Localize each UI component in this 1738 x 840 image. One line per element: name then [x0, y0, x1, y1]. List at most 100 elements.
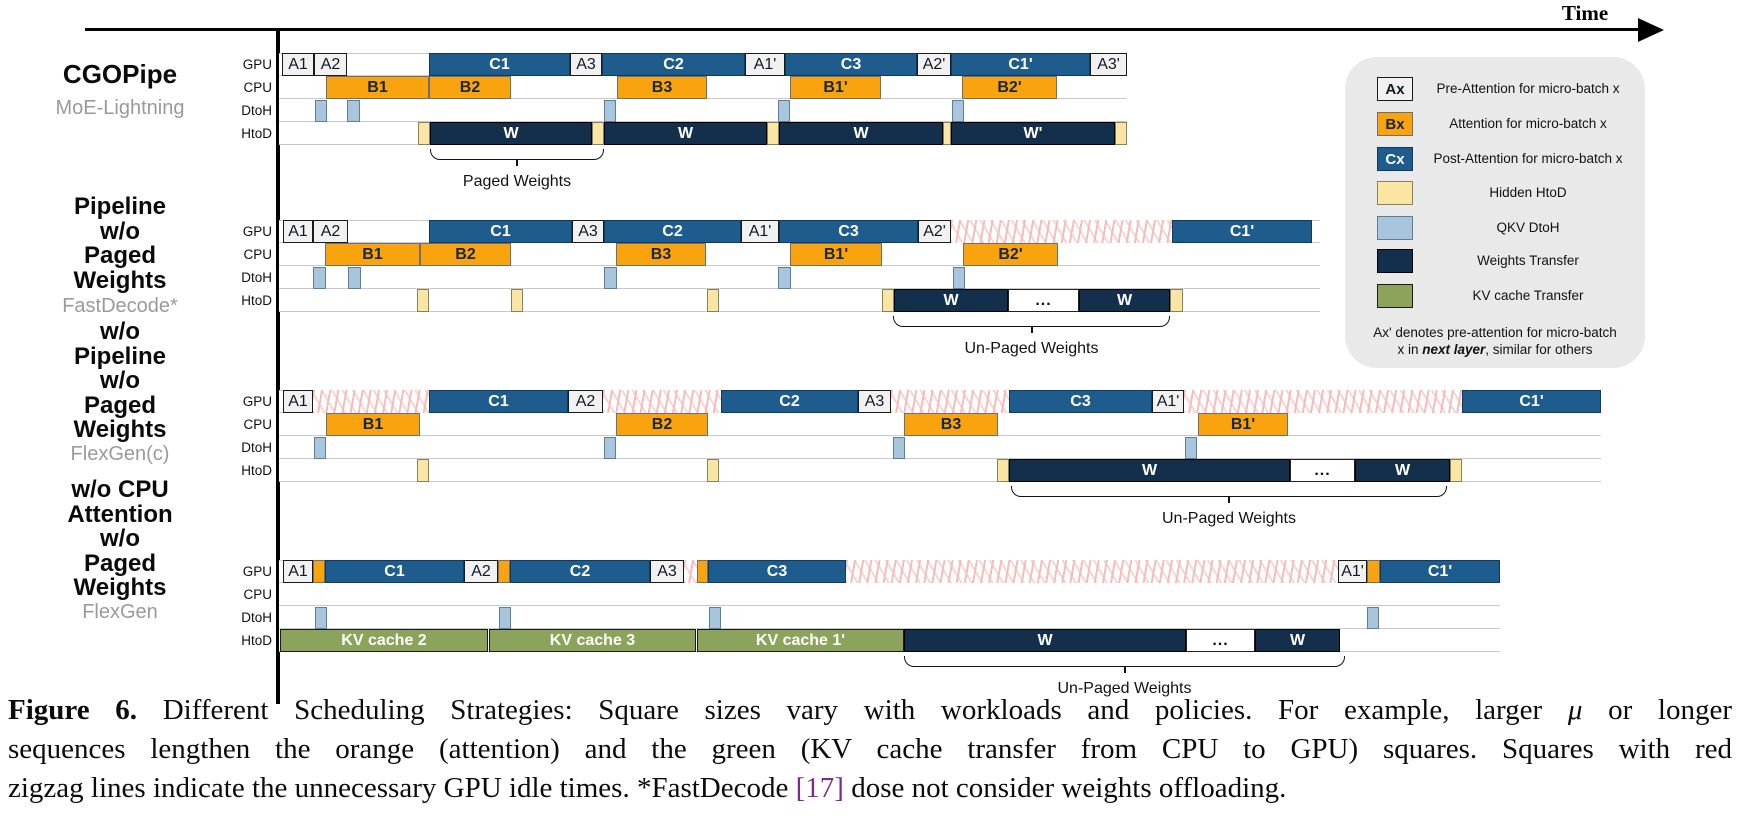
qkv-dtoh-block	[314, 437, 326, 459]
qkv-dtoh-block	[315, 100, 327, 122]
legend-text: Pre-Attention for micro-batch x	[1436, 81, 1620, 96]
block-w: W	[604, 122, 767, 145]
row-label-gpu: GPU	[242, 393, 272, 409]
block-w: W	[904, 629, 1186, 652]
row-label-dtoh: DtoH	[241, 609, 272, 625]
section-title-line: Pipeline	[73, 342, 167, 370]
block	[697, 560, 708, 583]
caption-text: dose not consider weights offloading.	[843, 772, 1287, 804]
block-c1: C1'	[1380, 560, 1500, 583]
caption-text: zigzag lines indicate the unnecessary GP…	[8, 772, 796, 804]
block-b2: B2	[429, 76, 511, 99]
section-title-line: w/o CPU	[71, 476, 169, 503]
block-a2: A2'	[917, 53, 951, 76]
legend-swatch-b: Bx	[1377, 112, 1413, 136]
block	[313, 560, 325, 583]
block-w: W	[430, 122, 592, 145]
time-axis-label: Time	[1561, 1, 1609, 25]
gpu-idle-zigzag	[891, 390, 1009, 413]
row-track	[279, 606, 1500, 629]
block-a1: A1	[283, 220, 313, 243]
legend-note-text: Ax' denotes pre-attention for micro-batc…	[1373, 325, 1617, 340]
legend-item: Weights Transfer	[1345, 249, 1645, 273]
brace-label: Un-Paged Weights	[964, 340, 1099, 357]
row-label-dtoh: DtoH	[241, 102, 272, 118]
section-title-line: Attention	[67, 500, 173, 528]
block-b2: B2'	[963, 243, 1058, 266]
brace-label: Un-Paged Weights	[1162, 510, 1296, 527]
legend-swatch-k	[1377, 284, 1413, 308]
block-c2: C2	[721, 390, 858, 413]
row-label-dtoh: DtoH	[241, 439, 272, 455]
block-a2: A2	[313, 220, 348, 243]
block-c1: C1'	[951, 53, 1090, 76]
legend-text: QKV DtoH	[1496, 220, 1560, 235]
section-subtitle-3: FlexGen(c)	[70, 443, 170, 465]
row-label-gpu: GPU	[242, 223, 272, 239]
block-c3: C3	[779, 220, 918, 243]
legend-swatch-q	[1377, 216, 1413, 240]
block-c3: C3	[1009, 390, 1152, 413]
caption-text: sequences lengthen the orange (attention…	[8, 733, 1732, 765]
time-arrowhead-icon	[1638, 18, 1664, 42]
section-title-line: CGOPipe	[62, 59, 178, 89]
block-a3: A3	[650, 560, 684, 583]
block-a1: A1	[283, 390, 313, 413]
block-b1: B1	[325, 243, 420, 266]
hidden-htod-block	[592, 122, 604, 145]
section-title-line: Paged	[83, 242, 157, 269]
block-b2: B2	[420, 243, 511, 266]
gpu-idle-zigzag	[846, 560, 1338, 583]
hidden-htod-block	[511, 289, 523, 312]
hidden-htod-block	[997, 459, 1009, 482]
section-title-line: w/o	[100, 318, 140, 345]
block-a3: A3	[858, 390, 891, 413]
block	[1367, 560, 1380, 583]
legend-item: Ax Pre-Attention for micro-batch x	[1345, 77, 1645, 101]
hidden-htod-block	[1170, 289, 1183, 312]
gpu-idle-zigzag	[1184, 390, 1462, 413]
qkv-dtoh-block	[1367, 607, 1379, 629]
block-a1: A1'	[741, 220, 779, 243]
block-c1: C1	[325, 560, 464, 583]
qkv-dtoh-block	[893, 437, 905, 459]
legend-item: Hidden HtoD	[1345, 181, 1645, 205]
block-b2: B2'	[962, 76, 1057, 99]
gpu-idle-zigzag	[313, 390, 429, 413]
block-: ...	[1186, 629, 1255, 652]
row-track	[279, 99, 1127, 122]
qkv-dtoh-block	[348, 267, 361, 289]
block-a2: A2	[314, 53, 347, 76]
block-w: W'	[951, 122, 1115, 145]
brace	[893, 316, 1170, 327]
row-track	[279, 436, 1601, 459]
legend-note-text: next layer	[1422, 342, 1486, 357]
block-w: W	[779, 122, 943, 145]
row-track	[279, 583, 1500, 606]
legend-swatch-a: Ax	[1377, 77, 1413, 101]
section-title-line: Weights	[73, 574, 167, 601]
section-title-line: Weights	[73, 266, 167, 294]
block-b3: B3	[616, 243, 706, 266]
block-b1: B1'	[790, 243, 882, 266]
legend-swatch-h	[1377, 181, 1413, 205]
block-kvcache3: KV cache 3	[489, 629, 696, 652]
section-title-line: w/o	[100, 525, 140, 552]
citation-17: [17]	[795, 772, 844, 804]
block	[498, 560, 510, 583]
block-c3: C3	[708, 560, 846, 583]
legend-text: Weights Transfer	[1477, 253, 1579, 268]
legend-text: Hidden HtoD	[1489, 185, 1567, 200]
caption-text: μ	[1567, 694, 1583, 726]
block-a1: A1	[282, 53, 314, 76]
block-c3: C3	[785, 53, 917, 76]
section-title-line: Paged	[83, 391, 157, 419]
legend-text: KV cache Transfer	[1472, 288, 1584, 303]
hidden-htod-block	[767, 122, 779, 145]
section-title-line: Weights	[73, 416, 167, 443]
block-kvcache1: KV cache 1'	[697, 629, 904, 652]
